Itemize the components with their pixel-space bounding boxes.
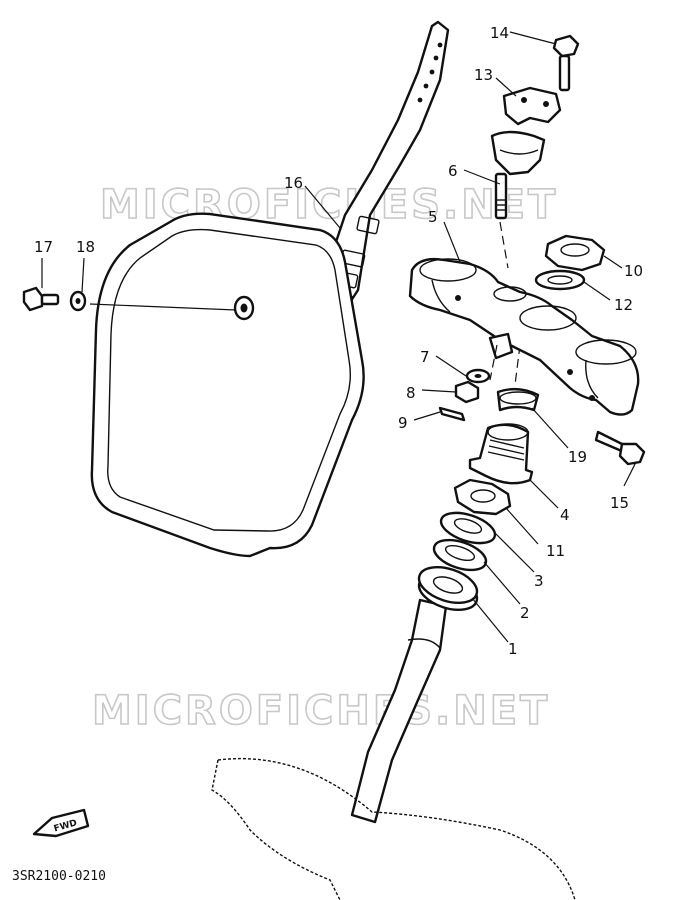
part-12-washer [534, 269, 586, 291]
forward-arrow-icon: FWD [32, 808, 90, 838]
callout-15: 15 [610, 494, 629, 512]
callout-19: 19 [568, 448, 587, 466]
callout-10: 10 [624, 262, 643, 280]
callout-17: 17 [34, 238, 53, 256]
callout-14: 14 [490, 24, 509, 42]
watermark-top: MICROFICHES.NET [100, 182, 558, 228]
part-5-upper-bracket [408, 257, 640, 416]
steering-stem [211, 598, 576, 900]
part-13-holder-cap [502, 86, 562, 126]
part-7-washer [465, 368, 491, 384]
part-6-handlebar-holder [490, 130, 546, 220]
part-14-bolt [552, 34, 580, 92]
callout-6: 6 [448, 162, 458, 180]
callout-12: 12 [614, 296, 633, 314]
callout-5: 5 [428, 208, 438, 226]
number-plate [90, 20, 450, 558]
callout-8: 8 [406, 384, 416, 402]
part-1-bearing [417, 565, 479, 612]
callout-3: 3 [534, 572, 544, 590]
part-4-ring-nut [468, 423, 534, 485]
part-10-nut [544, 234, 606, 272]
callout-2: 2 [520, 604, 530, 622]
callout-16: 16 [284, 174, 303, 192]
callout-9: 9 [398, 414, 408, 432]
callout-13: 13 [474, 66, 493, 84]
part-15-bolt [594, 430, 646, 466]
callout-11: 11 [546, 542, 565, 560]
part-17-bolt [22, 286, 60, 312]
part-11-ring-nut [453, 478, 512, 516]
part-8-nut [454, 380, 480, 404]
part-code: 3SR2100-0210 [12, 869, 106, 884]
callout-1: 1 [508, 640, 518, 658]
callout-7: 7 [420, 348, 430, 366]
part-19-lock-washer [496, 387, 540, 412]
callout-18: 18 [76, 238, 95, 256]
watermark-bottom: MICROFICHES.NET [92, 688, 550, 734]
part-3-seal [439, 511, 497, 545]
callout-4: 4 [560, 506, 570, 524]
part-9-cotter-pin [438, 406, 466, 422]
part-18-washer [69, 290, 87, 312]
